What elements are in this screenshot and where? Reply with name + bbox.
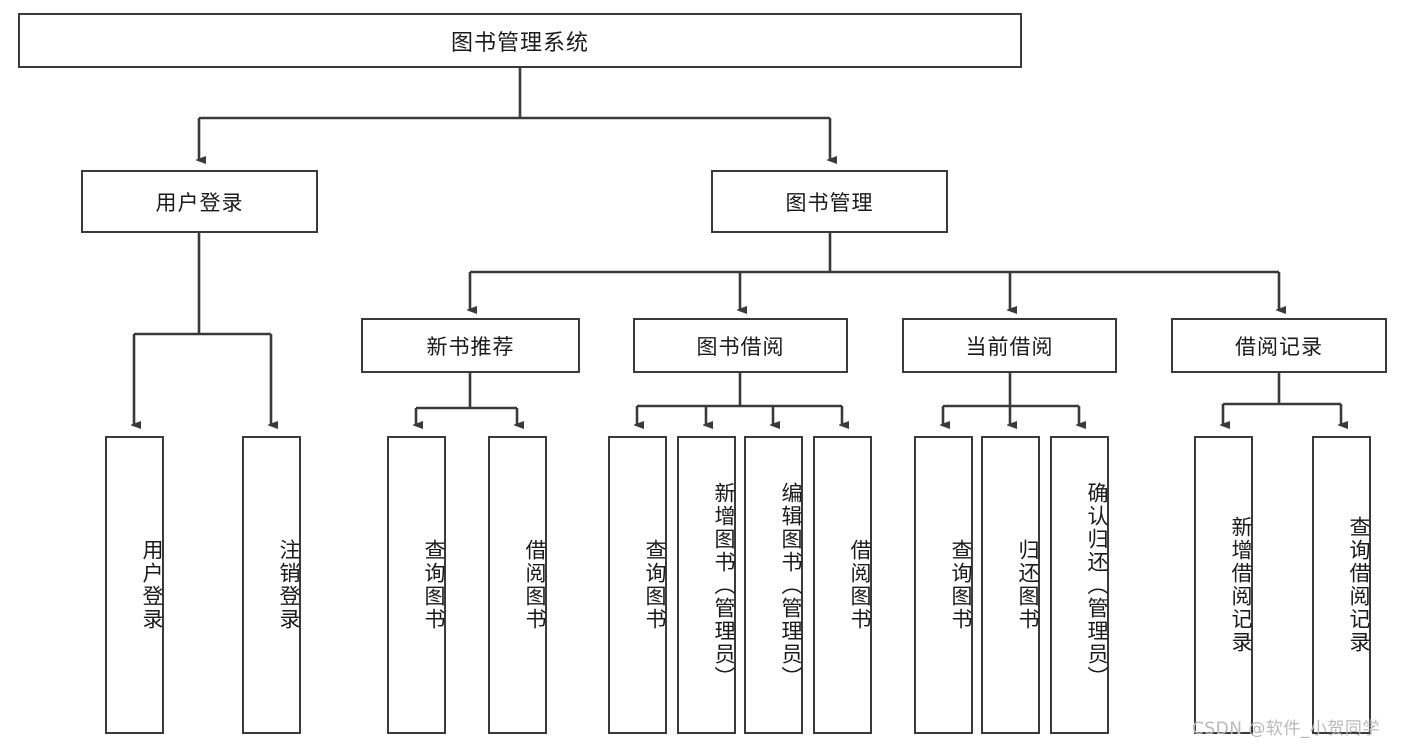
leaf-query-record-label: 查询借阅记录 [1347, 516, 1371, 654]
leaf-borrow-book-2-label: 借阅图书 [848, 539, 872, 631]
leaf-borrow-book-1-label: 借阅图书 [523, 539, 547, 631]
leaf-query-book-1[interactable]: 查询图书 [387, 436, 446, 734]
leaf-borrow-book-2[interactable]: 借阅图书 [813, 436, 872, 734]
node-root[interactable]: 图书管理系统 [18, 13, 1022, 68]
leaf-query-book-3[interactable]: 查询图书 [914, 436, 973, 734]
leaf-user-login[interactable]: 用户登录 [105, 436, 164, 734]
node-root-label: 图书管理系统 [450, 30, 589, 56]
node-book-borrow[interactable]: 图书借阅 [633, 318, 848, 373]
node-book-manage[interactable]: 图书管理 [711, 170, 948, 233]
leaf-query-book-1-label: 查询图书 [422, 539, 446, 631]
leaf-borrow-book-1[interactable]: 借阅图书 [488, 436, 547, 734]
leaf-query-book-2[interactable]: 查询图书 [608, 436, 667, 734]
leaf-user-login-label: 用户登录 [140, 539, 164, 631]
leaf-edit-book[interactable]: 编辑图书（管理员） [744, 436, 803, 734]
node-borrow-record[interactable]: 借阅记录 [1171, 318, 1387, 373]
leaf-add-record[interactable]: 新增借阅记录 [1194, 436, 1253, 734]
csdn-watermark: CSDN @软件_小贺同学 [1192, 719, 1380, 739]
node-user-login-label: 用户登录 [155, 190, 244, 215]
leaf-return-book[interactable]: 归还图书 [981, 436, 1040, 734]
leaf-confirm-return[interactable]: 确认归还（管理员） [1050, 436, 1109, 734]
node-user-login[interactable]: 用户登录 [81, 170, 318, 233]
leaf-query-book-2-label: 查询图书 [643, 539, 667, 631]
leaf-return-book-label: 归还图书 [1016, 539, 1040, 631]
node-new-book-recommend-label: 新书推荐 [426, 334, 515, 359]
node-current-borrow-label: 当前借阅 [965, 334, 1054, 359]
leaf-add-book-label: 新增图书（管理员） [712, 481, 736, 689]
leaf-edit-book-label: 编辑图书（管理员） [779, 481, 803, 689]
node-borrow-record-label: 借阅记录 [1235, 334, 1323, 359]
leaf-user-logout[interactable]: 注销登录 [242, 436, 301, 734]
leaf-add-record-label: 新增借阅记录 [1229, 516, 1253, 654]
node-book-borrow-label: 图书借阅 [696, 334, 785, 359]
node-book-manage-label: 图书管理 [785, 190, 874, 215]
leaf-confirm-return-label: 确认归还（管理员） [1085, 481, 1109, 689]
leaf-query-record[interactable]: 查询借阅记录 [1312, 436, 1371, 734]
node-new-book-recommend[interactable]: 新书推荐 [361, 318, 580, 373]
leaf-add-book[interactable]: 新增图书（管理员） [677, 436, 736, 734]
leaf-query-book-3-label: 查询图书 [949, 539, 973, 631]
leaf-user-logout-label: 注销登录 [277, 539, 301, 631]
node-current-borrow[interactable]: 当前借阅 [902, 318, 1117, 373]
